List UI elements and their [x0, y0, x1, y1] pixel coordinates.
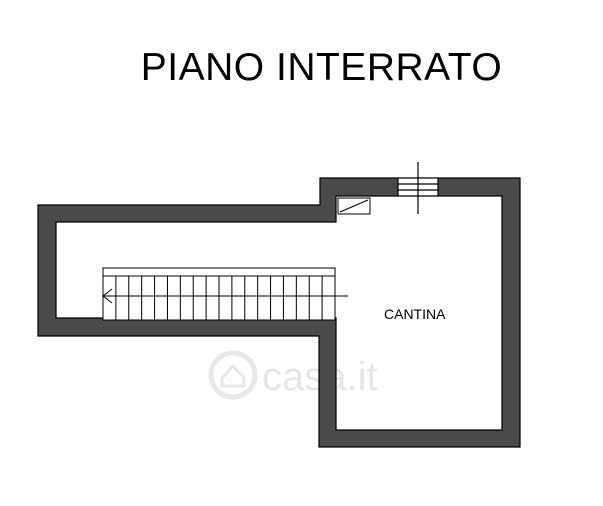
vent-shaft — [337, 197, 371, 215]
staircase — [102, 267, 348, 321]
plan-title: PIANO INTERRATO — [140, 46, 503, 89]
watermark: casa.it — [208, 350, 378, 400]
stair-arrow-icon — [102, 288, 113, 304]
room-label-cantina: CANTINA — [384, 306, 446, 322]
window-opening — [398, 162, 438, 214]
